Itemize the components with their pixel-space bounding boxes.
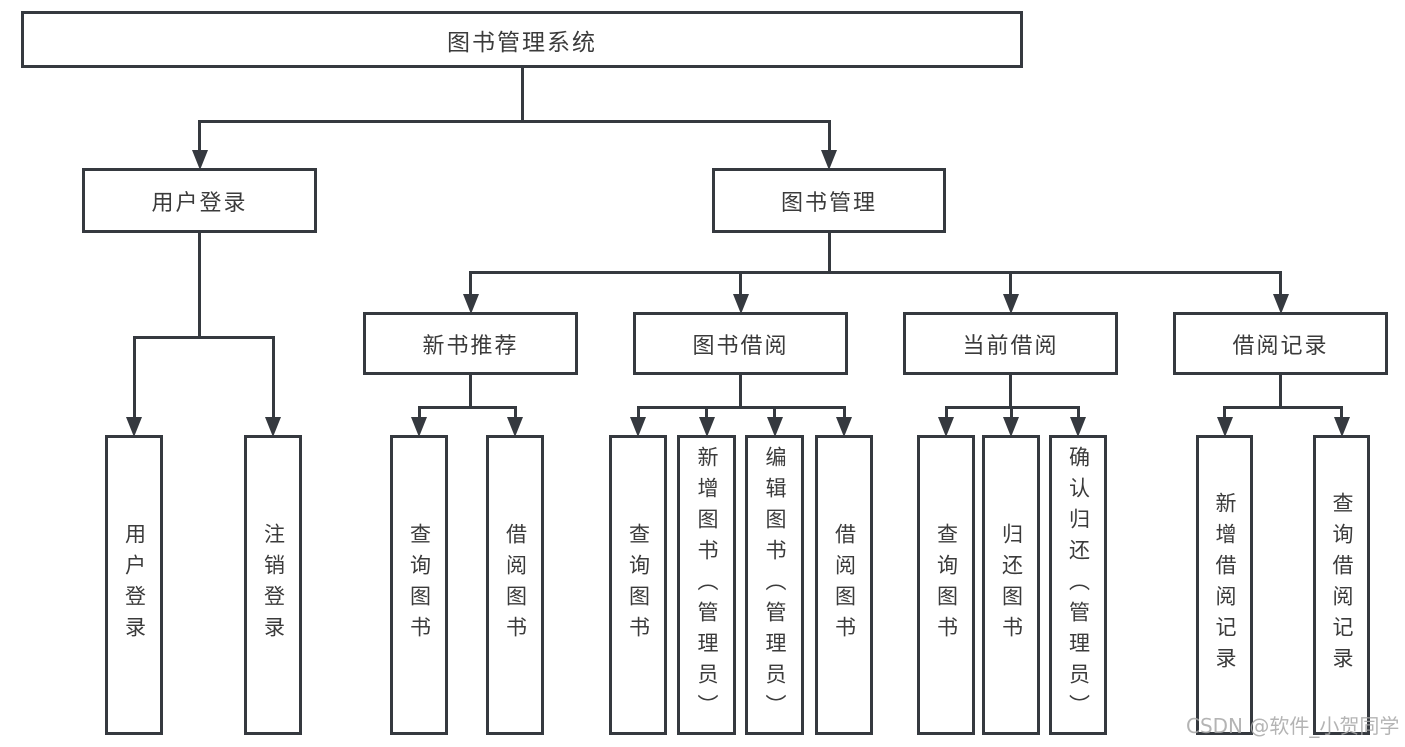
connector-line (198, 120, 831, 123)
connector-line (469, 271, 472, 294)
node-add-books-admin: 新增图书（管理员） (677, 435, 736, 735)
node-label: 确认归还（管理员） (1066, 445, 1091, 725)
connector-line (827, 233, 831, 274)
node-label: 归还图书 (999, 523, 1024, 647)
connector-line (132, 336, 275, 339)
connector-line (842, 406, 846, 417)
connector-line (469, 271, 1282, 274)
connector-line (705, 406, 708, 417)
arrowhead-icon (732, 294, 749, 314)
arrowhead-icon (1272, 294, 1289, 314)
node-new-book-recommendation: 新书推荐 (363, 312, 578, 375)
arrowhead-icon (126, 417, 142, 437)
connector-line (1279, 271, 1282, 294)
connector-line (271, 336, 275, 417)
connector-line (198, 233, 201, 339)
node-book-management: 图书管理 (712, 168, 946, 233)
connector-line (1340, 406, 1343, 417)
arrowhead-icon (265, 417, 281, 437)
node-label: 借阅记录 (1232, 333, 1329, 359)
connector-line (739, 271, 742, 294)
node-label: 当前借阅 (962, 333, 1059, 359)
node-label: 新书推荐 (422, 333, 519, 359)
connector-line (520, 68, 524, 123)
node-label: 用户登录 (122, 523, 147, 647)
connector-line (469, 375, 472, 409)
node-label: 编辑图书（管理员） (763, 445, 787, 725)
arrowhead-icon (411, 417, 427, 437)
node-label: 注销登录 (261, 523, 286, 647)
connector-line (1223, 406, 1343, 409)
connector-line (1009, 375, 1012, 409)
connector-line (513, 406, 517, 417)
arrowhead-icon (698, 417, 715, 437)
arrowhead-icon (1002, 294, 1019, 314)
node-label: 借阅图书 (832, 523, 857, 647)
connector-line (417, 406, 421, 417)
node-edit-books-admin: 编辑图书（管理员） (745, 435, 804, 735)
connector-line (132, 336, 136, 417)
arrowhead-icon (766, 417, 783, 437)
arrowhead-icon (191, 150, 208, 170)
node-label: 查询图书 (626, 523, 651, 647)
watermark: CSDN @软件_小贺同学 (1186, 714, 1400, 738)
node-book-borrowing: 图书借阅 (633, 312, 848, 375)
node-label: 新增图书（管理员） (695, 445, 719, 725)
node-confirm-return-admin: 确认归还（管理员） (1049, 435, 1107, 735)
node-query-books-borrowing: 查询图书 (609, 435, 667, 735)
node-return-books: 归还图书 (982, 435, 1040, 735)
node-logout-leaf: 注销登录 (244, 435, 302, 735)
node-current-borrowing: 当前借阅 (903, 312, 1118, 375)
arrowhead-icon (630, 417, 646, 437)
node-label: 图书管理 (780, 190, 877, 216)
node-query-books-recommend: 查询图书 (390, 435, 448, 735)
arrowhead-icon (1333, 417, 1350, 437)
node-login-leaf: 用户登录 (105, 435, 163, 735)
node-label: 图书管理系统 (447, 29, 597, 56)
arrowhead-icon (938, 417, 954, 437)
node-label: 查询图书 (934, 523, 959, 647)
node-label: 查询图书 (407, 523, 432, 647)
connector-line (739, 375, 742, 409)
connector-line (636, 406, 640, 417)
connector-line (636, 406, 846, 409)
node-user-login: 用户登录 (82, 168, 317, 233)
connector-line (773, 406, 776, 417)
arrowhead-icon (821, 150, 837, 170)
connector-line (1009, 406, 1013, 417)
connector-line (944, 406, 948, 417)
node-label: 图书借阅 (692, 333, 789, 359)
arrowhead-icon (1003, 417, 1019, 437)
node-borrow-books-recommend: 借阅图书 (486, 435, 544, 735)
arrowhead-icon (507, 417, 523, 437)
node-borrowing-records: 借阅记录 (1173, 312, 1388, 375)
arrowhead-icon (1216, 417, 1233, 437)
connector-line (1076, 406, 1080, 417)
node-label: 新增借阅记录 (1213, 492, 1237, 678)
node-label: 用户登录 (151, 190, 248, 216)
connector-line (1279, 375, 1282, 409)
node-library-system: 图书管理系统 (21, 11, 1023, 68)
connector-line (827, 120, 831, 150)
connector-line (198, 120, 201, 150)
connector-line (417, 406, 517, 409)
node-add-borrow-record: 新增借阅记录 (1196, 435, 1253, 735)
node-query-books-current: 查询图书 (917, 435, 975, 735)
connector-line (1223, 406, 1226, 417)
connector-line (1009, 271, 1012, 294)
node-borrow-books-borrowing: 借阅图书 (815, 435, 873, 735)
arrowhead-icon (836, 417, 852, 437)
node-label: 借阅图书 (503, 523, 528, 647)
node-label: 查询借阅记录 (1330, 492, 1354, 678)
arrowhead-icon (462, 294, 479, 314)
arrowhead-icon (1070, 417, 1086, 437)
node-query-borrow-record: 查询借阅记录 (1313, 435, 1370, 735)
